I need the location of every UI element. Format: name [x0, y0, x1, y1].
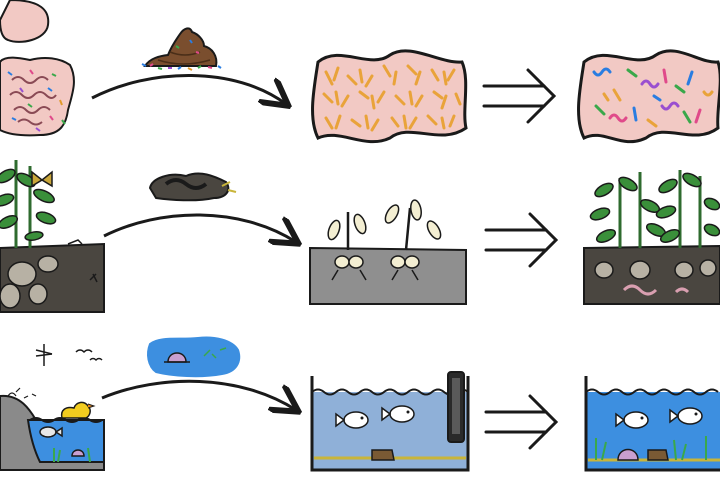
butterfly-icon	[31, 170, 53, 188]
stool-icon	[141, 27, 222, 71]
intestine-icon	[0, 0, 75, 137]
fish-icon	[669, 407, 703, 425]
pond-ecosystem	[0, 344, 105, 471]
double-arrow-icon	[484, 212, 559, 268]
snail-icon	[617, 448, 639, 461]
dragonfly-icon	[35, 344, 53, 366]
gut-high-diversity	[577, 49, 720, 144]
row-gut	[0, 0, 720, 144]
arrow-curved-icon	[101, 379, 296, 410]
wilted-plants-barren-soil	[309, 199, 467, 305]
sterile-aquarium	[310, 371, 470, 472]
soil-clump-with-worm	[148, 172, 237, 202]
fish-icon	[335, 411, 369, 429]
arrow-curved-icon	[91, 74, 286, 104]
fish-icon	[39, 426, 63, 438]
fish-icon	[381, 405, 415, 423]
snail-icon	[71, 449, 85, 457]
thriving-plants-rich-soil	[583, 170, 720, 305]
duck-icon	[60, 401, 96, 419]
bird-icon	[75, 349, 103, 362]
restored-aquarium	[584, 376, 720, 472]
row-soil	[0, 160, 720, 313]
row-pond	[0, 336, 720, 472]
pond-water-with-snail	[147, 336, 241, 378]
healthy-soil-plant	[0, 160, 105, 313]
gut-low-diversity	[311, 49, 468, 144]
double-arrow-icon	[484, 394, 559, 450]
fish-icon	[615, 411, 649, 429]
worm-icon	[164, 178, 208, 190]
double-arrow-icon	[482, 68, 557, 124]
arrow-curved-icon	[103, 213, 296, 242]
